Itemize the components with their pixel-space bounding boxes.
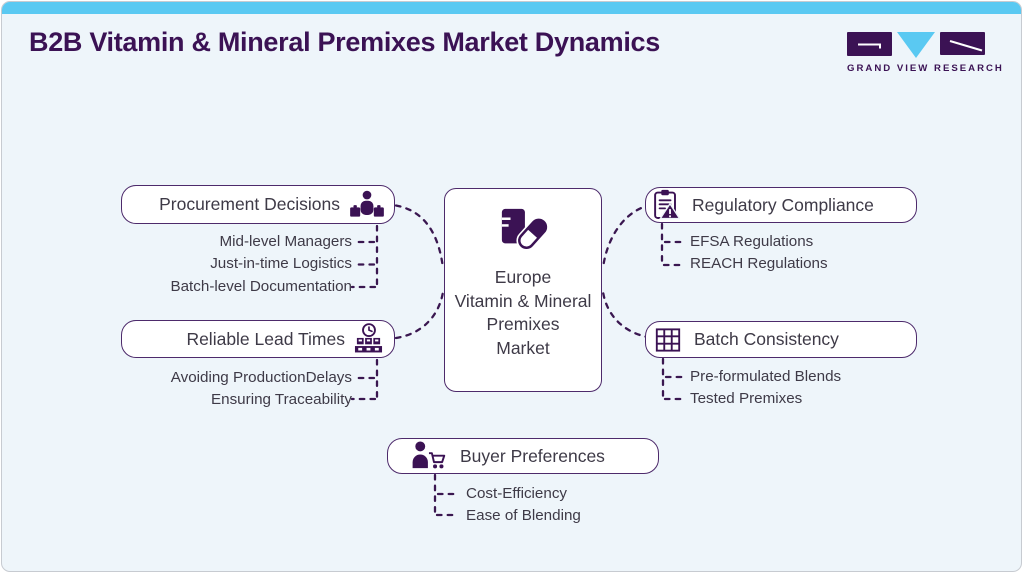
sub-item: Mid-level Managers bbox=[219, 233, 352, 250]
center-label-line: Market bbox=[496, 337, 550, 358]
center-label-line: Premixes bbox=[486, 314, 560, 334]
sub-item: Ease of Blending bbox=[466, 507, 581, 525]
connector-procurement-to-center bbox=[394, 204, 445, 270]
center-node-label: Europe Vitamin & Mineral Premixes Market bbox=[455, 266, 592, 360]
subline-buyer bbox=[433, 473, 460, 517]
node-batch-consistency: Batch Consistency bbox=[645, 321, 917, 358]
page-title: B2B Vitamin & Mineral Premixes Market Dy… bbox=[29, 27, 660, 57]
subline-procurement bbox=[350, 224, 379, 289]
clipboard-warning-icon bbox=[653, 189, 680, 221]
sub-item: EFSA Regulations bbox=[690, 233, 814, 250]
regulatory-sub-items: EFSA Regulations REACH Regulations bbox=[690, 231, 915, 276]
node-label: Reliable Lead Times bbox=[186, 328, 345, 349]
gvr-logo: GRAND VIEW RESEARCH bbox=[847, 31, 1004, 74]
center-label-line: Europe bbox=[494, 267, 552, 287]
sub-item: Pre-formulated Blends bbox=[690, 368, 842, 385]
center-label-line: Vitamin & Mineral bbox=[454, 290, 592, 311]
sub-item: Ensuring Traceability bbox=[211, 390, 352, 408]
sub-item: Avoiding ProductionDelays bbox=[170, 369, 352, 386]
center-node-europe-market: Europe Vitamin & Mineral Premixes Market bbox=[444, 188, 602, 392]
batch-sub-items: Pre-formulated Blends Tested Premixes bbox=[690, 366, 915, 411]
node-label: Regulatory Compliance bbox=[692, 194, 874, 215]
buyer-sub-items: Cost-Efficiency Ease of Blending bbox=[466, 483, 666, 528]
sub-item: Cost-Efficiency bbox=[466, 485, 568, 502]
clock-conveyor-icon bbox=[354, 323, 383, 355]
connector-lead-times-to-center bbox=[394, 290, 445, 340]
node-label: Batch Consistency bbox=[694, 329, 839, 349]
node-label: Procurement Decisions bbox=[159, 194, 340, 214]
node-regulatory-compliance: Regulatory Compliance bbox=[645, 187, 917, 223]
buyer-cart-icon bbox=[410, 441, 446, 471]
sub-item: REACH Regulations bbox=[690, 255, 828, 273]
logo-wordmark: GRAND VIEW RESEARCH bbox=[847, 63, 1004, 74]
sub-item: Tested Premixes bbox=[690, 390, 803, 408]
buyers-team-icon bbox=[349, 190, 385, 220]
lead-times-sub-items: Avoiding ProductionDelays Ensuring Trace… bbox=[112, 367, 352, 410]
node-reliable-lead-times: Reliable Lead Times bbox=[121, 320, 395, 358]
connector-regulatory-to-center bbox=[601, 203, 653, 270]
subline-batch bbox=[661, 357, 685, 401]
procurement-sub-items: Mid-level Managers Just-in-time Logistic… bbox=[112, 231, 352, 298]
sub-item: Just-in-time Logistics bbox=[210, 255, 352, 273]
sub-item: Batch-level Documentation bbox=[170, 277, 352, 295]
node-buyer-preferences: Buyer Preferences bbox=[387, 438, 659, 474]
subline-regulatory bbox=[660, 222, 685, 267]
node-procurement-decisions: Procurement Decisions bbox=[121, 185, 395, 224]
subline-lead-times bbox=[350, 358, 379, 401]
batch-grid-icon bbox=[654, 326, 682, 354]
connector-batch-to-center bbox=[601, 290, 652, 339]
supplement-bottle-capsule-icon bbox=[498, 205, 548, 253]
gvr-logo-mark-icon bbox=[847, 31, 992, 59]
top-accent-bar bbox=[2, 2, 1021, 14]
node-label: Buyer Preferences bbox=[460, 445, 605, 466]
